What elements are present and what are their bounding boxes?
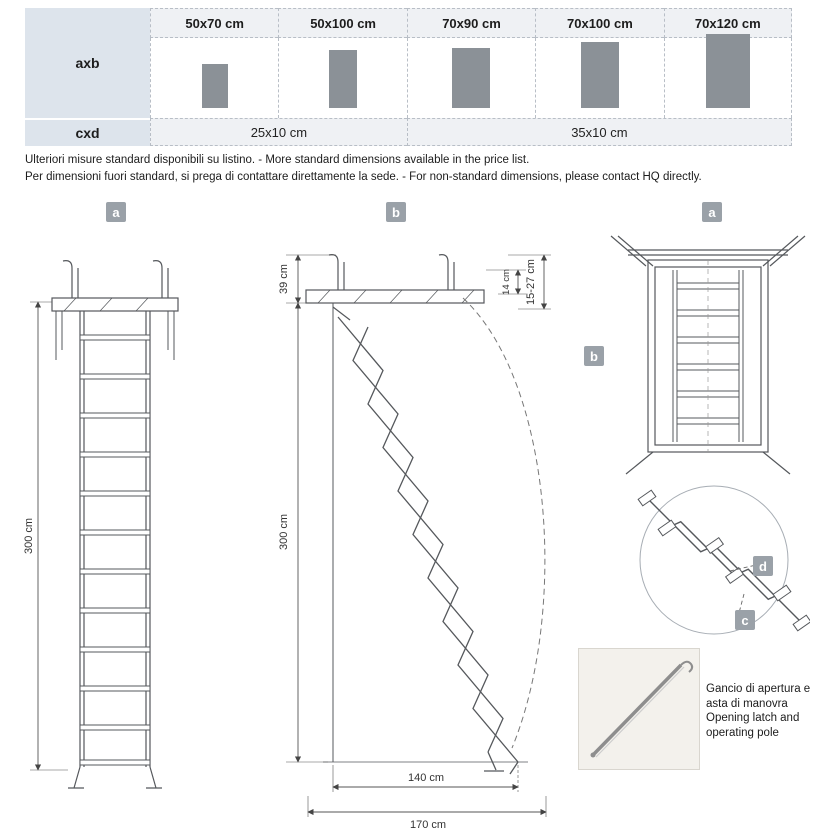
dim-side-height: 300 cm (278, 514, 290, 550)
front-view-tag: a (106, 202, 126, 222)
dimensions-table: axb 50x70 cm 50x100 cm 70x90 cm 70x100 c… (25, 8, 792, 146)
scissor-lattice (337, 316, 519, 775)
note-line-2: Per dimensioni fuori standard, si prega … (25, 171, 702, 183)
pole-caption-line-1: Gancio di apertura e (706, 683, 811, 695)
opening-cell-4 (663, 34, 792, 118)
scissor-detail-drawing (637, 485, 810, 635)
column-header-70x100: 70x100 cm (535, 8, 664, 38)
cxd-value-25x10: 25x10 cm (150, 118, 407, 146)
front-dimension-lines (30, 301, 68, 771)
detail-leader-lines (729, 564, 757, 614)
opening-cell-2 (406, 38, 536, 118)
row-label-cxd: cxd (25, 118, 150, 146)
detail-lattice (646, 497, 803, 624)
column-header-50x100: 50x100 cm (278, 8, 407, 38)
opening-cell-1 (278, 38, 407, 118)
column-header-50x70: 50x70 cm (150, 8, 279, 38)
dim-side-top: 39 cm (278, 264, 290, 294)
side-view-tag: b (386, 202, 406, 222)
dim-front-height: 300 cm (23, 518, 35, 554)
detail-zoom-circle (639, 485, 789, 635)
note-line-1: Ulteriori misure standard disponibili su… (25, 154, 530, 166)
opening-rect-3 (580, 42, 619, 108)
opening-rect-2 (452, 48, 491, 108)
side-dimension-lines (286, 254, 551, 817)
opening-rect-1 (329, 50, 358, 108)
pole-caption-line-2: asta di manovra (706, 697, 788, 710)
detail-tag-c: c (735, 610, 755, 630)
ladder-structure (51, 260, 179, 789)
opening-rect-4 (705, 34, 750, 108)
ladder-rungs (79, 334, 151, 766)
pole-caption: Gancio di apertura e asta di manovra Ope… (706, 682, 814, 740)
detail-tag-d: d (753, 556, 773, 576)
dim-side-total: 170 cm (410, 819, 446, 831)
cxd-value-35x10: 35x10 cm (406, 118, 792, 146)
top-view-drawing (610, 235, 806, 475)
detail-rung-pads (637, 489, 810, 632)
opening-cell-3 (535, 38, 664, 118)
top-view-side-tag: b (584, 346, 604, 366)
opening-swing-arc (462, 297, 546, 749)
pole-illustration (590, 660, 694, 758)
standard-dimensions-notes: Ulteriori misure standard disponibili su… (25, 152, 702, 186)
operating-pole-image (578, 648, 700, 770)
pole-caption-line-3: Opening latch and (706, 712, 800, 724)
dim-side-reach: 140 cm (408, 772, 444, 784)
dim-side-inner: 14 cm (501, 269, 512, 295)
top-view-tag: a (702, 202, 722, 222)
pole-caption-line-4: operating pole (706, 726, 779, 739)
column-header-70x120: 70x120 cm (663, 8, 792, 38)
dim-side-range: 15-27 cm (525, 259, 537, 305)
front-view-drawing: 300 cm (23, 260, 179, 789)
row-label-axb: axb (25, 8, 150, 118)
hatch-frame (305, 254, 528, 763)
column-header-70x90: 70x90 cm (406, 8, 536, 38)
pole-hook-icon (680, 660, 694, 673)
side-view-drawing: 39 cm 300 cm 14 cm 15-27 cm 140 cm 170 c… (278, 254, 551, 831)
opening-cell-0 (150, 38, 279, 118)
opening-rect-0 (201, 64, 228, 108)
